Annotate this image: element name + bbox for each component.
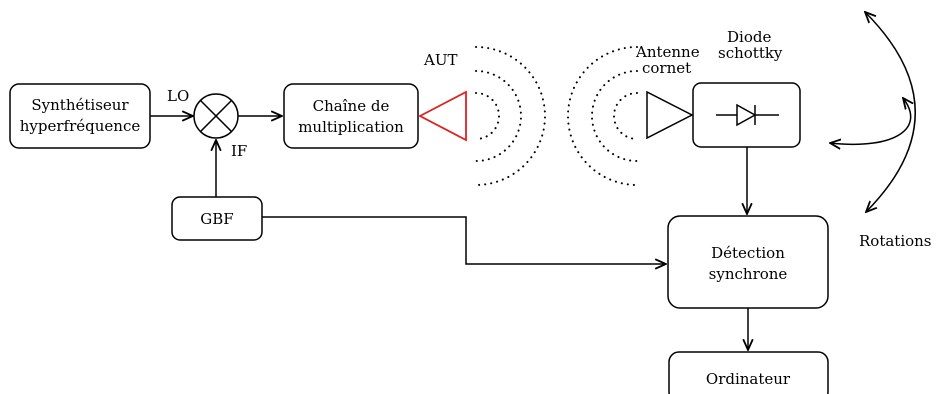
horn-radiation-waves	[567, 46, 638, 186]
aut-antenna-icon	[418, 90, 467, 142]
schottky-diode-block	[692, 82, 801, 148]
detection-label-line1: Détection	[711, 244, 785, 262]
gbf-to-detection-arrow	[262, 216, 666, 264]
horn-antenna-icon	[646, 90, 694, 140]
computer-block: Ordinateur	[668, 351, 829, 394]
aut-radiation-waves	[475, 46, 546, 186]
diode-label-line2: schottky	[718, 44, 783, 62]
if-label: IF	[231, 142, 247, 160]
multiplication-chain-block: Chaîne de multiplication	[283, 83, 419, 149]
detection-label-line2: synchrone	[709, 265, 788, 283]
gbf-label: GBF	[200, 210, 233, 228]
aut-label: AUT	[423, 51, 457, 69]
rotations-label: Rotations	[859, 232, 932, 250]
rotation-arrows-icon	[830, 12, 916, 212]
synchronous-detection-block: Détection synchrone	[667, 215, 829, 309]
horn-label-line1: Antenne	[635, 43, 700, 61]
computer-label: Ordinateur	[706, 370, 791, 388]
synthesizer-block: Synthétiseur hyperfréquence	[9, 83, 151, 149]
chain-label-line1: Chaîne de	[313, 97, 390, 115]
synthesizer-label-line1: Synthétiseur	[31, 96, 129, 114]
chain-label-line2: multiplication	[298, 118, 404, 136]
horn-label-line2: cornet	[642, 59, 691, 77]
synthesizer-label-line2: hyperfréquence	[20, 117, 141, 135]
diode-symbol-icon	[716, 103, 779, 127]
lo-label: LO	[167, 87, 189, 105]
mixer-icon	[193, 93, 239, 139]
gbf-block: GBF	[171, 196, 263, 241]
diode-label-line1: Diode	[727, 28, 771, 46]
